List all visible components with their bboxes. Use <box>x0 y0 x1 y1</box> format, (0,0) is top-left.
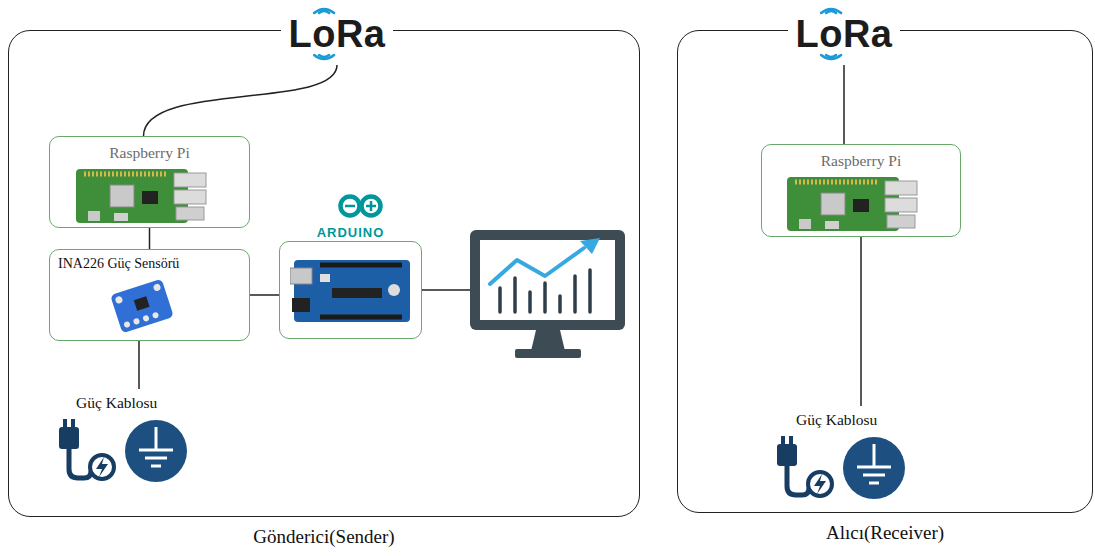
power-sensor-box: INA226 Güç Sensörü <box>49 249 250 341</box>
arduino-heading: ARDUINO <box>260 225 441 240</box>
power-ground-icons <box>774 434 914 502</box>
wave-arc <box>319 55 329 57</box>
wave-arc <box>314 55 334 59</box>
wave-arc <box>821 9 841 13</box>
arduino-image <box>290 254 414 328</box>
wave-arc <box>319 11 329 13</box>
connector-path <box>138 341 140 389</box>
lora-module: LoRa <box>281 3 393 65</box>
connector-path <box>149 228 151 249</box>
connector-line <box>139 341 140 389</box>
panel-caption: Gönderici(Sender) <box>0 526 679 548</box>
connector-path <box>144 65 338 136</box>
power-cable: Güç Kablosu <box>774 406 924 502</box>
power-ground-icons <box>56 417 196 485</box>
box-title: INA226 Güç Sensörü <box>50 250 249 272</box>
sender-panel: Gönderici(Sender)LoRaRaspberry PiINA226 … <box>8 30 640 517</box>
wave-arc <box>826 11 836 13</box>
receiver-panel: Alıcı(Receiver)LoRaRaspberry PiGüç Kablo… <box>677 30 1093 513</box>
raspberry-pi-image <box>785 171 921 235</box>
power-cable: Güç Kablosu <box>56 389 206 485</box>
lora-module: LoRa <box>788 3 900 65</box>
power-label: Güç Kablosu <box>76 389 157 412</box>
wave-arc <box>821 55 841 59</box>
connector-path <box>250 294 279 296</box>
lora-logo-text: LoRa <box>796 15 893 53</box>
sensor-image <box>107 278 177 338</box>
connector-line <box>844 65 845 144</box>
connector-path <box>843 65 845 144</box>
raspberry-pi-image <box>74 163 210 227</box>
connector-path <box>860 237 862 406</box>
wire <box>421 289 470 291</box>
raspberry-pi-image <box>74 163 210 231</box>
sensor-image <box>107 278 177 334</box>
connector-line <box>149 228 150 249</box>
panel-caption: Alıcı(Receiver) <box>638 522 1095 544</box>
box-title: Raspberry Pi <box>50 137 249 162</box>
connector-line <box>250 295 279 296</box>
box-title: Raspberry Pi <box>762 145 960 170</box>
monitor-icon <box>470 230 625 358</box>
connector-line <box>144 65 338 136</box>
arduino-image <box>290 254 414 332</box>
arduino-box: ARDUINO <box>279 241 422 339</box>
power-ground-icons <box>56 417 196 489</box>
power-ground-icons <box>774 434 914 506</box>
arduino-logo <box>341 197 381 216</box>
wave-arc <box>826 55 836 57</box>
raspberry-pi-box: Raspberry Pi <box>49 136 250 228</box>
wave-arc <box>314 9 334 13</box>
raspberry-pi-image <box>785 171 921 239</box>
power-label: Güç Kablosu <box>796 406 877 429</box>
connector-line <box>861 237 862 406</box>
lora-logo-text: LoRa <box>289 15 386 53</box>
raspberry-pi-box: Raspberry Pi <box>761 144 961 237</box>
